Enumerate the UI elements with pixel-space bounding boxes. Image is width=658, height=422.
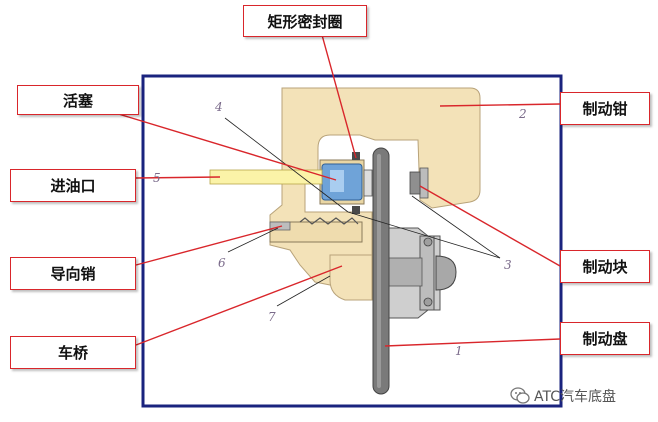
wechat-icon [510, 387, 530, 404]
label-caliper: 制动钳 [560, 92, 650, 125]
leader-piston [111, 111, 337, 181]
piston-highlight [330, 170, 344, 192]
label-seal-ring: 矩形密封圈 [243, 5, 367, 37]
leader-axle [135, 265, 343, 346]
part-number-4: 4 [215, 100, 223, 114]
wheel-stud-bottom [423, 297, 433, 307]
seal-ring-bottom [352, 206, 360, 214]
leader-seal-ring [321, 34, 357, 159]
part-number-6: 6 [218, 256, 226, 270]
part-number-3: 3 [504, 258, 512, 272]
part-number-1: 1 [455, 344, 463, 358]
leader-disc [384, 338, 561, 347]
wheel-stud-top [423, 237, 433, 247]
label-pad: 制动块 [560, 250, 650, 283]
leader-oil-inlet [135, 176, 221, 179]
hub-shaft [387, 257, 423, 287]
watermark-text: ATC汽车底盘 [534, 389, 616, 405]
part-number-5: 5 [153, 171, 161, 185]
leader-pad [419, 185, 561, 267]
label-axle: 车桥 [10, 336, 136, 369]
label-guide-pin: 导向销 [10, 257, 136, 290]
part-number-7: 7 [268, 310, 276, 324]
part-number-2: 2 [519, 107, 527, 121]
label-disc: 制动盘 [560, 322, 650, 355]
brake-disc-highlight [377, 154, 381, 388]
label-oil-inlet: 进油口 [10, 169, 136, 202]
watermark: ATC汽车底盘 [510, 386, 616, 406]
guide-pin-boot [299, 217, 359, 225]
outer-brake-pad-backing [419, 167, 429, 199]
axle-bracket [329, 254, 373, 301]
oil-inlet-passage [209, 169, 323, 185]
hub-cap [435, 255, 457, 291]
outer-brake-pad [409, 171, 421, 195]
leader-caliper [439, 103, 561, 107]
leader-guide-pin [135, 225, 283, 266]
inner-brake-pad [363, 169, 373, 197]
label-piston: 活塞 [17, 85, 139, 115]
